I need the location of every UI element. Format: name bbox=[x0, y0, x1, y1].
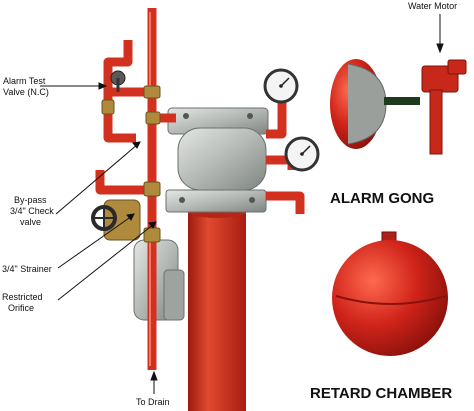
label-restricted-2: Orifice bbox=[8, 303, 34, 313]
label-bypass-1: By-pass bbox=[14, 195, 47, 205]
alarm-test-valve bbox=[110, 70, 126, 92]
label-alarm-gong: ALARM GONG bbox=[330, 190, 434, 207]
alarm-gong bbox=[330, 59, 420, 149]
label-alarm-test-valve-1: Alarm Test bbox=[3, 76, 46, 86]
label-water-motor: Water Motor bbox=[408, 1, 457, 11]
water-motor bbox=[421, 59, 467, 155]
label-to-drain: To Drain bbox=[136, 397, 170, 407]
pressure-gauge-upper bbox=[263, 68, 299, 104]
label-restricted-1: Restricted bbox=[2, 292, 43, 302]
check-valve-wheel bbox=[91, 205, 117, 231]
retard-chamber bbox=[332, 231, 448, 356]
pressure-gauge-lower bbox=[284, 136, 320, 172]
strainer-body bbox=[133, 239, 185, 321]
label-bypass-2: 3/4" Check bbox=[10, 206, 54, 216]
alarm-check-valve-body bbox=[165, 107, 269, 213]
label-bypass-3: valve bbox=[20, 217, 41, 227]
leader-lines bbox=[40, 14, 444, 394]
main-riser-pipe bbox=[188, 206, 246, 411]
label-strainer: 3/4" Strainer bbox=[2, 264, 52, 274]
label-alarm-test-valve-2: Valve (N.C) bbox=[3, 87, 49, 97]
label-retard-chamber: RETARD CHAMBER bbox=[310, 385, 452, 402]
